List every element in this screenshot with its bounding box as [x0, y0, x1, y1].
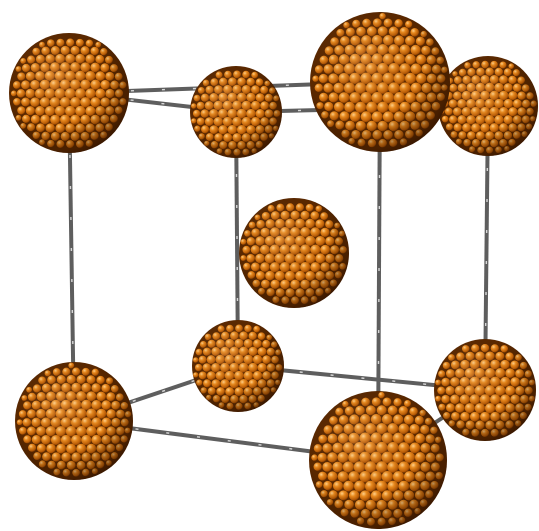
nanoparticle-cluster-tcb — [190, 66, 282, 158]
cluster-shading — [309, 391, 447, 529]
cluster-shading — [310, 12, 450, 152]
cluster-shading — [192, 320, 284, 412]
cluster-shading — [438, 56, 538, 156]
nanoparticle-cluster-tcf — [310, 12, 450, 152]
cluster-shading — [9, 33, 129, 153]
nanoparticle-cluster-ctr — [239, 198, 349, 308]
lattice-edge-highlight — [237, 365, 486, 391]
cluster-shading — [239, 198, 349, 308]
cluster-shading — [434, 339, 536, 441]
nanoparticle-cluster-trb — [438, 56, 538, 156]
nanoparticle-clusters — [9, 12, 538, 529]
nanoparticle-cluster-bcf — [309, 391, 447, 529]
cluster-shading — [15, 362, 133, 480]
nanoparticle-cluster-blb — [192, 320, 284, 412]
nanoparticle-cluster-blf — [15, 362, 133, 480]
nanoparticle-cluster-brb — [434, 339, 536, 441]
cluster-shading — [190, 66, 282, 158]
nanoparticle-cluster-tlb — [9, 33, 129, 153]
